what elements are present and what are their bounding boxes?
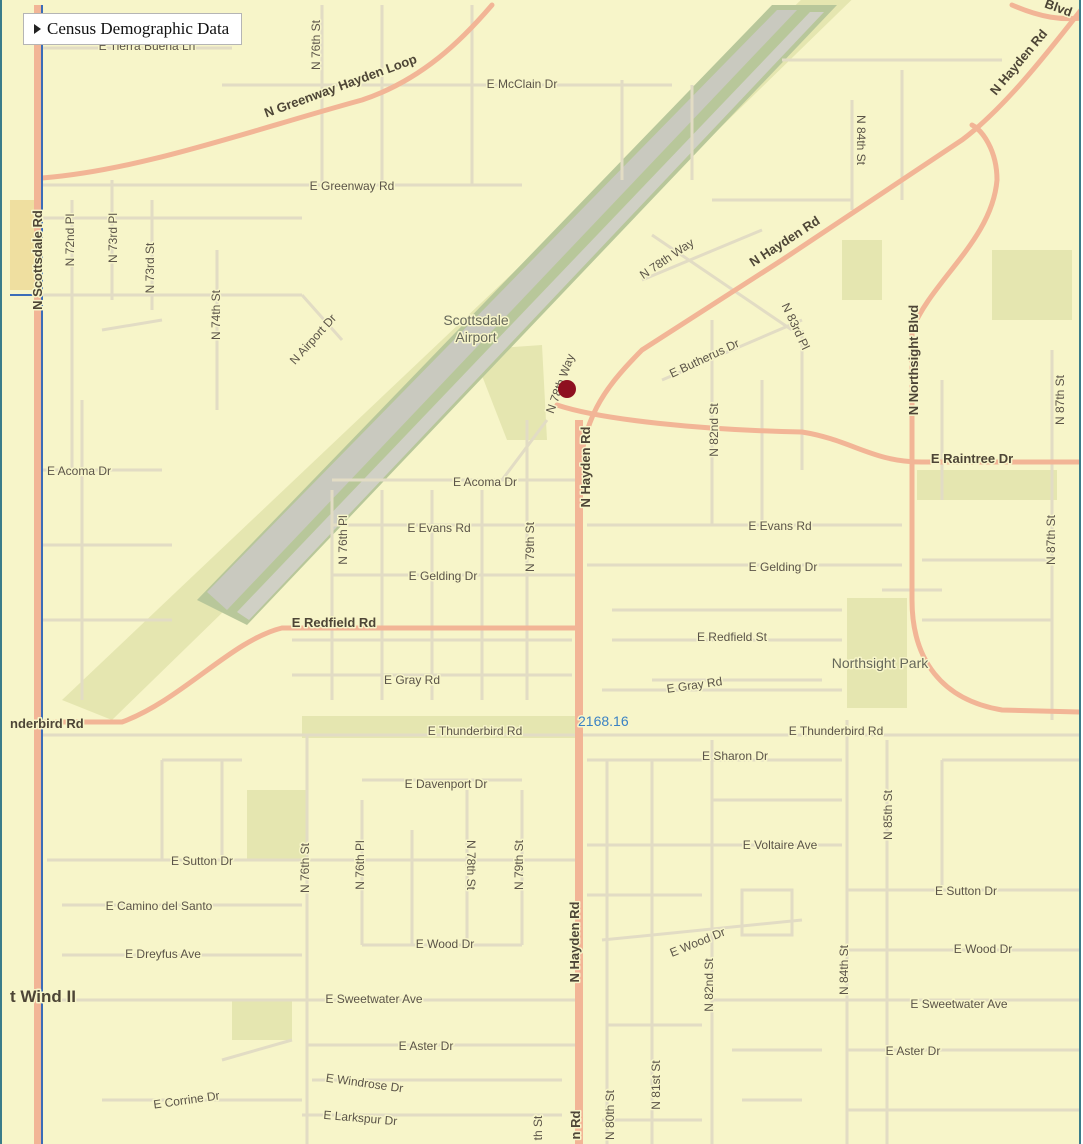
- street-label: E McClain Dr: [487, 77, 558, 91]
- street-label: E Sweetwater Ave: [910, 997, 1007, 1011]
- minor-streets: [42, 5, 1079, 1144]
- street-label: N 76th Pl: [353, 840, 367, 889]
- street-label: E Redfield Rd: [292, 615, 377, 630]
- street-label: n Rd: [568, 1111, 583, 1140]
- street-label: E Evans Rd: [748, 519, 811, 533]
- street-label: N 74th St: [209, 289, 223, 340]
- area-label: t Wind II: [10, 987, 76, 1006]
- street-label: N 84th St: [837, 944, 851, 995]
- street-label: N 72nd Pl: [63, 214, 77, 267]
- street-label: N Hayden Rd: [578, 426, 593, 507]
- street-label: E Sweetwater Ave: [325, 992, 422, 1006]
- street-label: E Sharon Dr: [702, 749, 768, 763]
- street-label: N 73rd St: [143, 242, 157, 293]
- street-label: N 76th St: [298, 842, 312, 893]
- street-label: N 79th St: [523, 521, 537, 572]
- street-label: E Raintree Dr: [931, 451, 1013, 466]
- street-label: E Wood Dr: [416, 937, 474, 951]
- runway-complex: [197, 5, 837, 625]
- street-label: E Greenway Rd: [310, 179, 395, 193]
- street-label: E Wood Dr: [954, 942, 1012, 956]
- road-redfield: [39, 625, 580, 725]
- road-northsight: [909, 459, 1079, 715]
- street-label: N Hayden Rd: [567, 901, 582, 982]
- street-label: E Sutton Dr: [171, 854, 233, 868]
- street-label: th St: [531, 1115, 545, 1140]
- street-label: N 85th St: [881, 789, 895, 840]
- street-label: E Thunderbird Rd: [428, 724, 523, 738]
- street-label: N 87th St: [1053, 374, 1067, 425]
- street-label: N 81st St: [649, 1060, 663, 1110]
- street-label: N 79th St: [512, 839, 526, 890]
- street-label: E Gray Rd: [384, 673, 440, 687]
- location-marker[interactable]: [558, 380, 576, 398]
- street-label: E Redfield St: [697, 630, 768, 644]
- major-roads: [34, 5, 583, 1144]
- street-label: E Aster Dr: [399, 1039, 454, 1053]
- street-label: N Scottsdale Rd: [30, 210, 45, 310]
- street-label: E Camino del Santo: [106, 899, 213, 913]
- street-label: N 73rd Pl: [106, 213, 120, 263]
- street-label: N 76th St: [309, 19, 323, 70]
- street-label: E Aster Dr: [886, 1044, 941, 1058]
- street-label: E Acoma Dr: [453, 475, 517, 489]
- caret-right-icon: [34, 24, 41, 34]
- street-label: N 87th St: [1044, 514, 1058, 565]
- road-raintree: [554, 402, 1079, 465]
- road-hayden-diag: [576, 8, 1079, 703]
- road-northsight-upper: [909, 122, 1000, 465]
- road-corner: [1009, 2, 1079, 22]
- street-label: E Dreyfus Ave: [125, 947, 201, 961]
- street-label: E Evans Rd: [407, 521, 470, 535]
- street-label: E Sutton Dr: [935, 884, 997, 898]
- street-label: N 76th Pl: [336, 515, 350, 564]
- poi-airport-line2: Airport: [455, 329, 496, 345]
- poi-northsight-park: Northsight Park: [832, 655, 929, 671]
- poi-airport-line1: Scottsdale: [443, 312, 509, 328]
- road-greenway-hayden-loop: [39, 2, 495, 181]
- street-label: N 78th St: [464, 840, 478, 891]
- street-label: N 84th St: [854, 115, 868, 166]
- street-label: N 82nd St: [702, 958, 716, 1012]
- street-label: E Acoma Dr: [47, 464, 111, 478]
- street-label: E Davenport Dr: [405, 777, 488, 791]
- street-label: nderbird Rd: [10, 716, 84, 731]
- legend-toggle[interactable]: Census Demographic Data: [23, 13, 243, 45]
- street-label: N 80th St: [603, 1089, 617, 1140]
- street-label: E Gelding Dr: [749, 560, 818, 574]
- street-label: N 82nd St: [707, 403, 721, 457]
- legend-title: Census Demographic Data: [47, 19, 230, 38]
- street-label: E Gelding Dr: [409, 569, 478, 583]
- arterial-roads: [39, 2, 1079, 725]
- measure-label: 2168.16: [578, 713, 629, 729]
- street-label: N Northsight Blvd: [906, 305, 921, 416]
- highway-blue-lines: [10, 5, 43, 1144]
- street-label: E Voltaire Ave: [743, 838, 818, 852]
- street-label: E Thunderbird Rd: [789, 724, 884, 738]
